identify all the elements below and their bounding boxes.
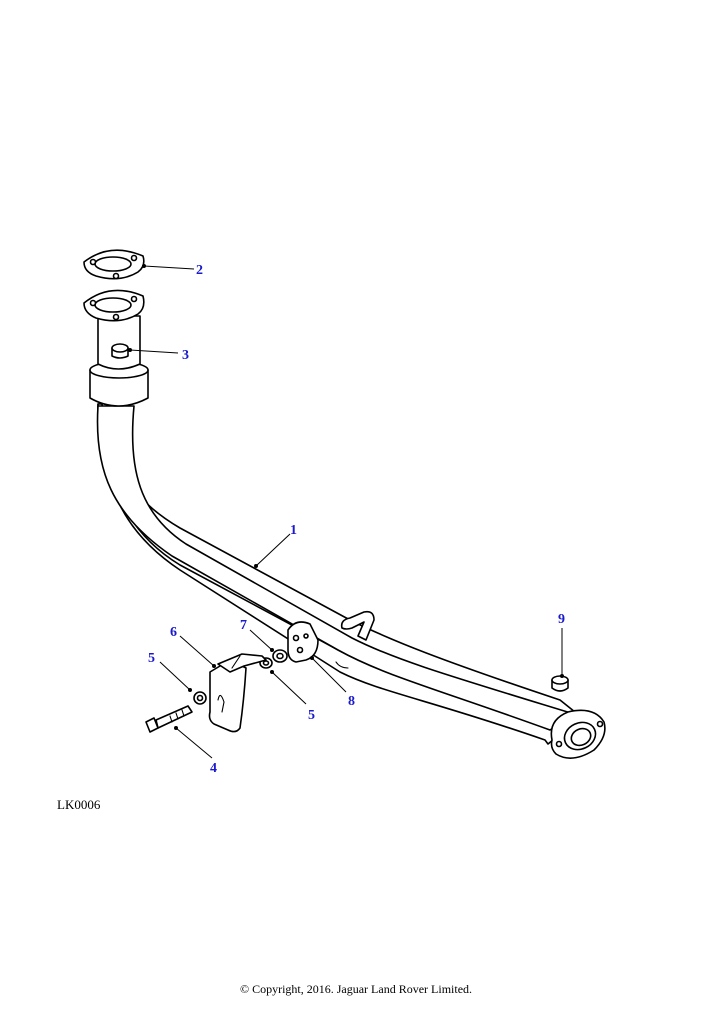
callouts: 1 2 3 4 5 5 6 7 8 9 <box>148 263 565 776</box>
callout-nut-9: 9 <box>558 612 565 627</box>
callout-gasket: 2 <box>196 263 203 278</box>
copyright-notice: © Copyright, 2016. Jaguar Land Rover Lim… <box>239 982 473 996</box>
washer-left <box>193 691 207 705</box>
diagram-reference-code: LK0006 <box>57 797 101 812</box>
down-pipe <box>83 289 606 759</box>
callout-mounting-rubber: 8 <box>348 694 355 709</box>
callout-pipe: 1 <box>290 523 297 538</box>
bracket <box>208 653 267 733</box>
leader-lines <box>128 264 564 759</box>
callout-nut-7: 7 <box>240 618 247 633</box>
stud-nut <box>111 343 129 359</box>
bolt <box>145 705 193 733</box>
nut-9 <box>551 675 569 692</box>
callout-washer-left: 5 <box>148 651 155 666</box>
callout-washer-right: 5 <box>308 708 315 723</box>
callout-stud-nut: 3 <box>182 348 189 363</box>
callout-bracket: 6 <box>170 625 177 640</box>
gasket <box>83 249 145 280</box>
mounting-rubber <box>287 621 319 663</box>
callout-bolt: 4 <box>210 761 217 776</box>
nut-7 <box>272 649 288 663</box>
